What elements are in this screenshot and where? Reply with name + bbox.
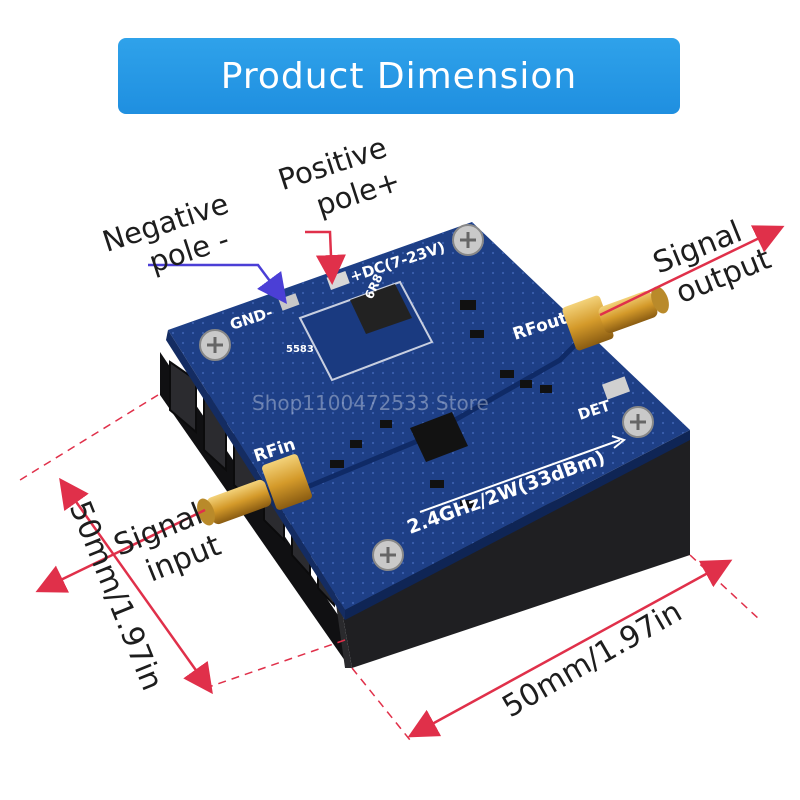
mounting-screws: [199, 224, 654, 571]
watermark: Shop1100472533 Store: [252, 391, 489, 415]
banner-title: Product Dimension: [220, 55, 578, 97]
smd-components: [330, 300, 552, 508]
dc-converter-module: 6R8 5583: [286, 272, 434, 382]
signal-output-pointer: [599, 225, 785, 317]
width-dimension-line: [351, 554, 761, 741]
width-dimension-label: 50mm/1.97in: [497, 594, 688, 725]
title-banner: Product Dimension: [118, 38, 680, 114]
positive-pole-pointer: [305, 230, 346, 285]
negative-pole-label: Negative pole -: [98, 186, 233, 279]
depth-dimension-line: [19, 394, 346, 695]
negative-pole-pointer: [148, 263, 287, 305]
positive-pole-label: Positive pole+: [274, 130, 404, 222]
amplifier-chip: [410, 412, 468, 462]
module-chip-label: 5583: [286, 344, 314, 355]
rfout-sma-connector: [562, 286, 669, 351]
